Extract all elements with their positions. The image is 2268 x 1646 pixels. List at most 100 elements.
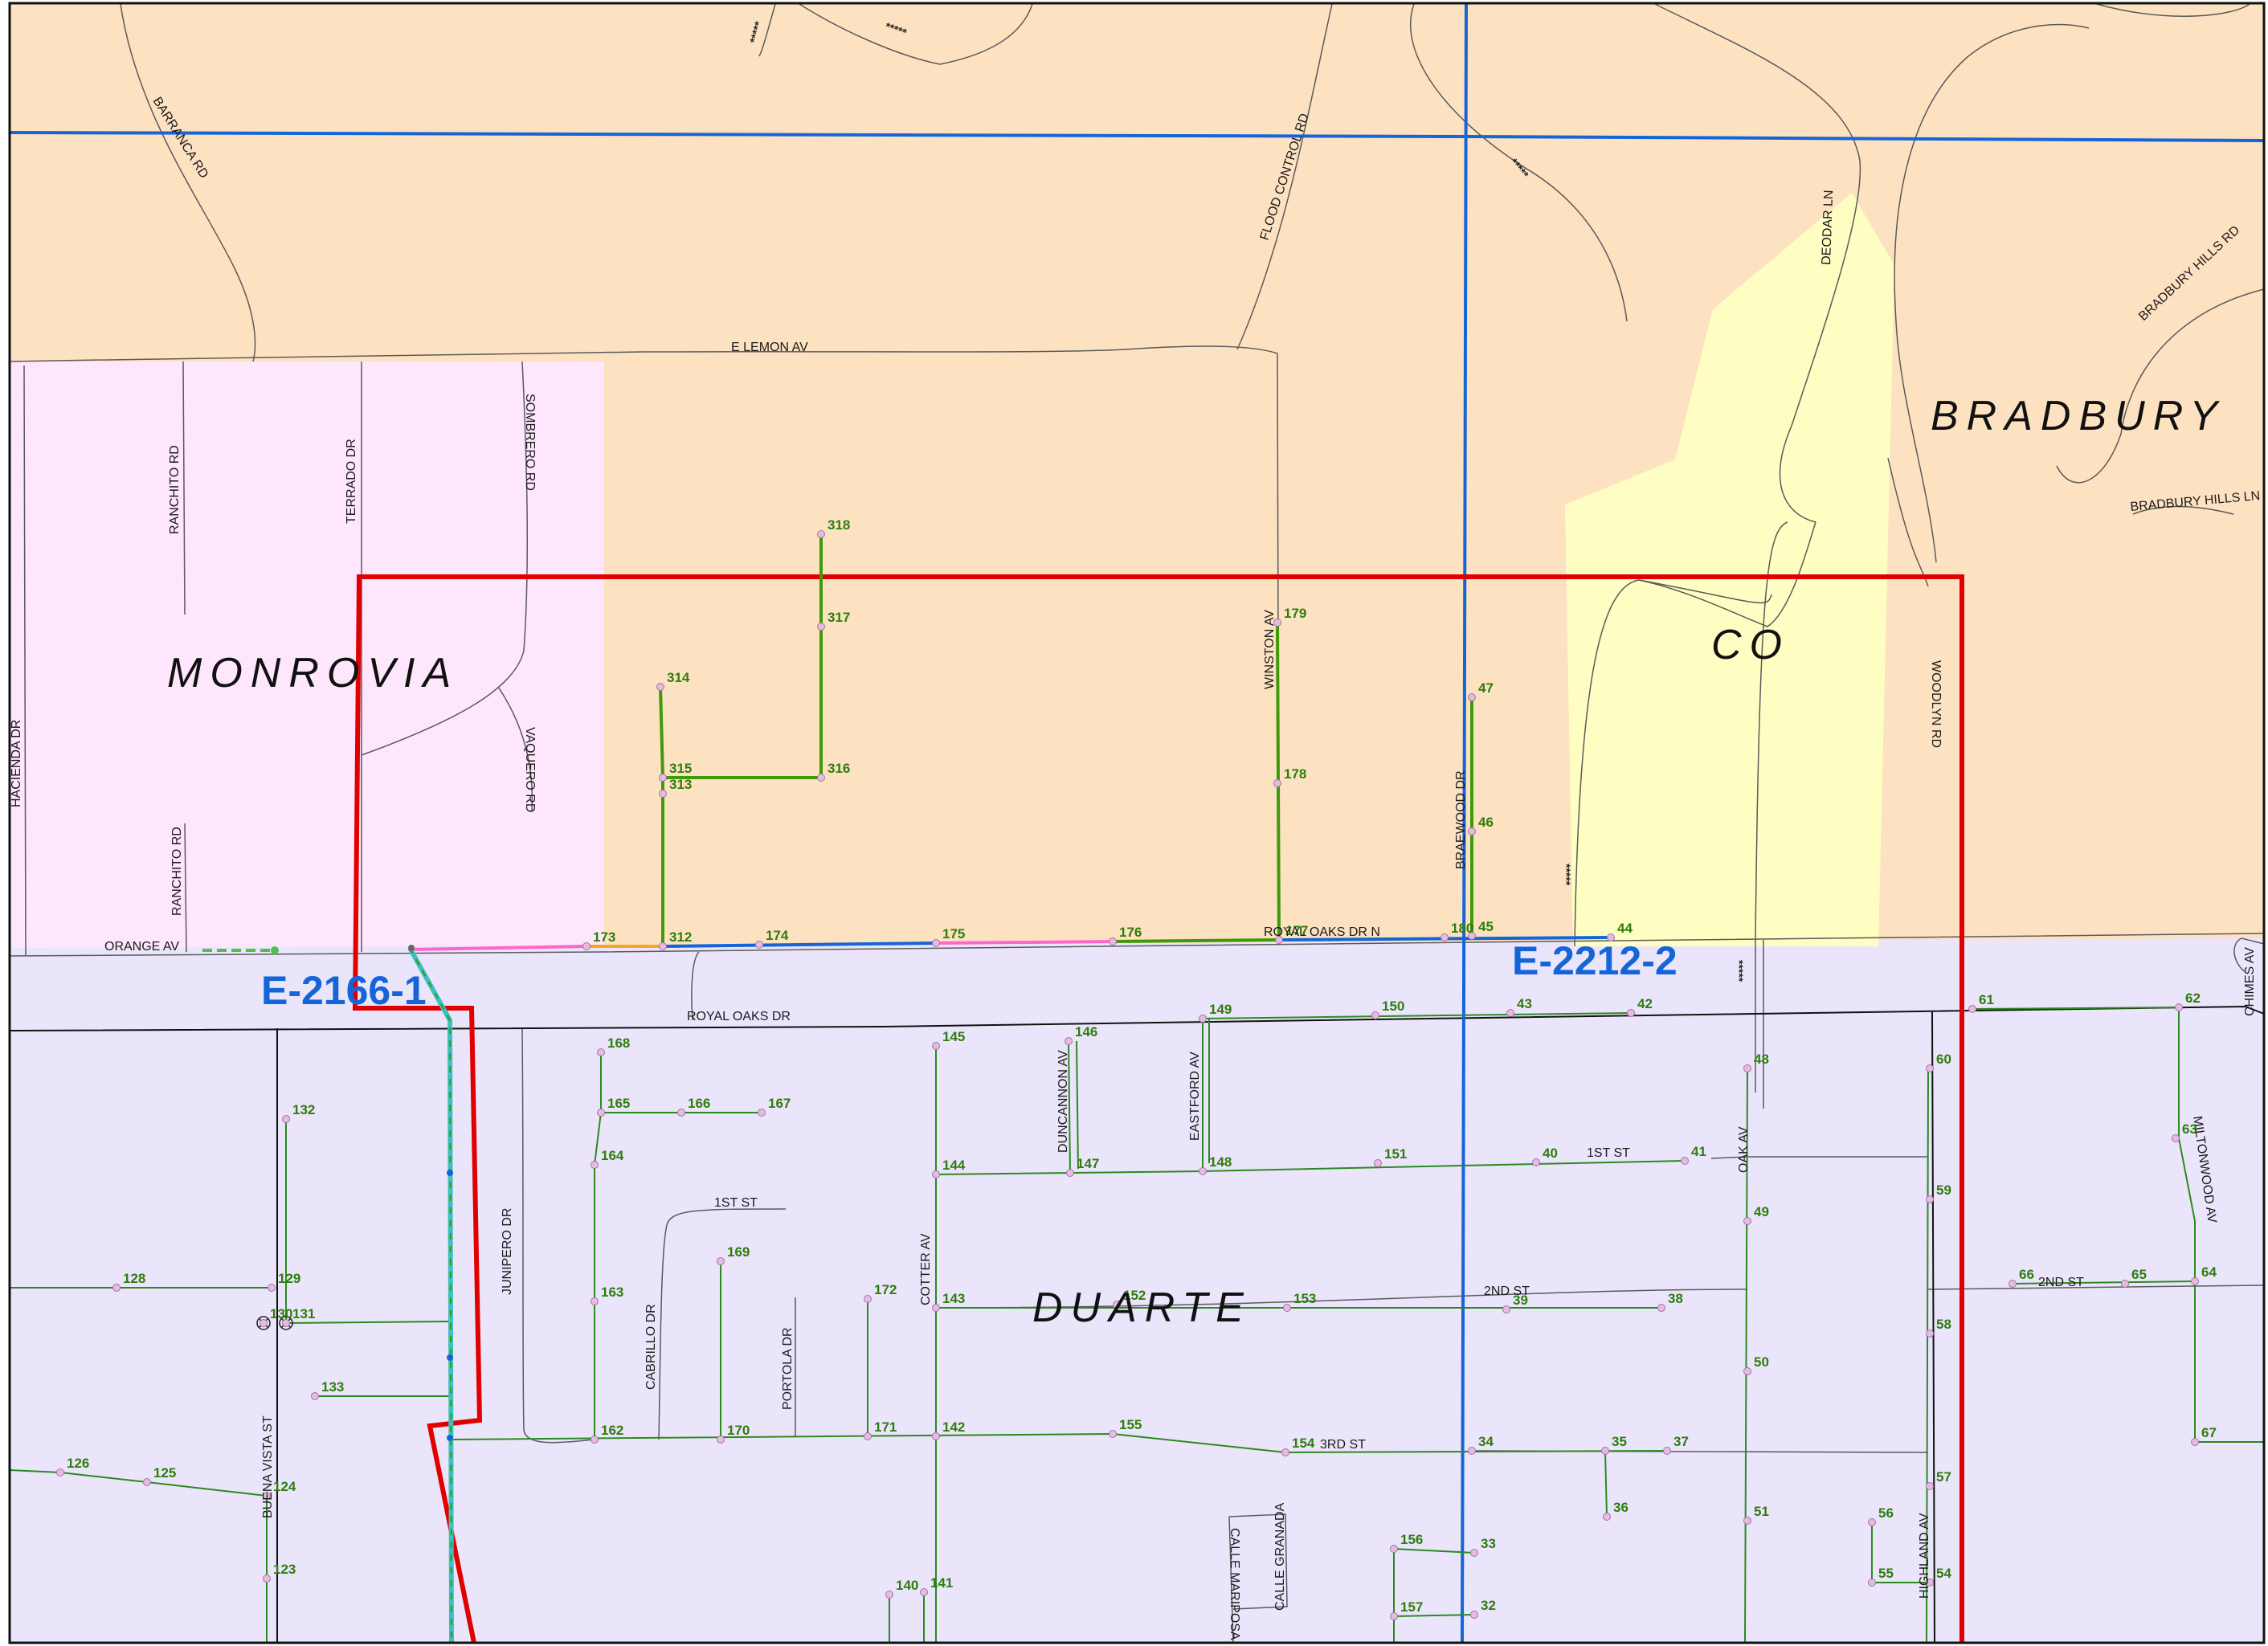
- node-marker-149[interactable]: [1199, 1015, 1207, 1023]
- node-marker-172[interactable]: [864, 1295, 872, 1303]
- node-marker-140[interactable]: [885, 1591, 893, 1599]
- node-marker-179[interactable]: [1273, 619, 1281, 627]
- node-marker-66[interactable]: [2009, 1280, 2017, 1288]
- road-label-braewood: BRAEWOOD DR: [1454, 770, 1468, 869]
- node-marker-148[interactable]: [1199, 1167, 1207, 1175]
- node-marker-144[interactable]: [932, 1170, 940, 1178]
- node-marker-47[interactable]: [1468, 693, 1476, 701]
- node-marker-129[interactable]: [268, 1284, 276, 1292]
- node-marker-317[interactable]: [817, 623, 825, 631]
- node-marker-44[interactable]: [1607, 933, 1615, 941]
- node-marker-313[interactable]: [659, 790, 667, 798]
- node-marker-46[interactable]: [1468, 827, 1476, 835]
- node-marker-170[interactable]: [717, 1436, 725, 1444]
- node-marker-146[interactable]: [1065, 1037, 1073, 1045]
- node-marker-38[interactable]: [1657, 1304, 1665, 1312]
- node-marker-163[interactable]: [590, 1297, 599, 1305]
- node-marker-316[interactable]: [817, 774, 825, 782]
- node-marker-165[interactable]: [597, 1109, 605, 1117]
- node-marker-164[interactable]: [590, 1161, 599, 1169]
- node-marker-41[interactable]: [1681, 1157, 1689, 1165]
- node-marker-157[interactable]: [1390, 1612, 1398, 1620]
- node-marker-169[interactable]: [717, 1257, 725, 1265]
- node-marker-43[interactable]: [1506, 1009, 1514, 1017]
- node-marker-156[interactable]: [1390, 1545, 1398, 1553]
- node-marker-33[interactable]: [1470, 1549, 1478, 1557]
- node-label-174: 174: [766, 928, 789, 943]
- node-marker-60[interactable]: [1926, 1064, 1934, 1072]
- node-marker-62[interactable]: [2175, 1003, 2183, 1011]
- node-marker-153[interactable]: [1283, 1304, 1291, 1312]
- node-marker-36[interactable]: [1603, 1513, 1611, 1521]
- node-marker-131[interactable]: [282, 1319, 290, 1327]
- duarte-region: [10, 938, 2264, 1643]
- node-marker-132[interactable]: [282, 1115, 290, 1123]
- node-marker-125[interactable]: [143, 1478, 151, 1486]
- node-label-162: 162: [601, 1423, 623, 1438]
- node-marker-315[interactable]: [659, 774, 667, 782]
- node-marker-57[interactable]: [1926, 1482, 1934, 1490]
- node-marker-176[interactable]: [1109, 937, 1117, 946]
- node-marker-142[interactable]: [932, 1432, 940, 1440]
- node-marker-67[interactable]: [2191, 1438, 2199, 1446]
- node-marker-178[interactable]: [1273, 779, 1281, 787]
- node-marker-34[interactable]: [1468, 1447, 1476, 1455]
- node-marker-314[interactable]: [656, 683, 664, 691]
- node-marker-175[interactable]: [932, 939, 940, 947]
- node-marker-154[interactable]: [1281, 1448, 1289, 1456]
- node-marker-126[interactable]: [56, 1468, 64, 1476]
- road-label-2nd-st: 2ND ST: [2038, 1276, 2084, 1289]
- node-marker-39[interactable]: [1502, 1305, 1510, 1313]
- node-marker-318[interactable]: [817, 530, 825, 538]
- node-marker-150[interactable]: [1371, 1011, 1379, 1019]
- node-marker-152[interactable]: [1113, 1301, 1121, 1309]
- node-label-40: 40: [1543, 1146, 1558, 1161]
- node-marker-54[interactable]: [1926, 1579, 1934, 1587]
- node-marker-130[interactable]: [259, 1319, 268, 1327]
- node-marker-141[interactable]: [920, 1588, 928, 1596]
- node-marker-32[interactable]: [1470, 1611, 1478, 1619]
- node-marker-177[interactable]: [1275, 936, 1283, 944]
- node-marker-65[interactable]: [2121, 1280, 2129, 1288]
- node-marker-128[interactable]: [112, 1284, 121, 1292]
- node-marker-151[interactable]: [1374, 1159, 1382, 1167]
- node-marker-173[interactable]: [582, 942, 590, 950]
- node-marker-133[interactable]: [311, 1392, 319, 1400]
- node-marker-162[interactable]: [590, 1436, 599, 1444]
- node-marker-166[interactable]: [677, 1109, 685, 1117]
- node-marker-61[interactable]: [1968, 1005, 1976, 1013]
- node-marker-40[interactable]: [1532, 1158, 1540, 1166]
- node-marker-35[interactable]: [1601, 1447, 1609, 1455]
- node-marker-147[interactable]: [1066, 1169, 1074, 1177]
- node-marker-124[interactable]: [263, 1492, 271, 1500]
- node-marker-145[interactable]: [932, 1042, 940, 1050]
- node-marker-56[interactable]: [1868, 1518, 1876, 1526]
- node-label-55: 55: [1878, 1566, 1894, 1581]
- node-marker-55[interactable]: [1868, 1579, 1876, 1587]
- node-marker-155[interactable]: [1109, 1430, 1117, 1438]
- node-marker-64[interactable]: [2191, 1277, 2199, 1285]
- node-label-46: 46: [1478, 815, 1494, 830]
- node-marker-48[interactable]: [1743, 1064, 1751, 1072]
- node-marker-167[interactable]: [758, 1109, 766, 1117]
- node-marker-168[interactable]: [597, 1048, 605, 1056]
- node-marker-49[interactable]: [1743, 1217, 1751, 1225]
- node-marker-58[interactable]: [1926, 1329, 1934, 1338]
- node-marker-45[interactable]: [1468, 932, 1476, 940]
- node-marker-37[interactable]: [1663, 1447, 1671, 1455]
- node-marker-63[interactable]: [2172, 1134, 2180, 1142]
- node-marker-180[interactable]: [1440, 933, 1449, 941]
- node-marker-143[interactable]: [932, 1304, 940, 1312]
- node-marker-123[interactable]: [263, 1575, 271, 1583]
- node-marker-312[interactable]: [659, 942, 667, 950]
- node-marker-59[interactable]: [1926, 1195, 1934, 1203]
- node-label-133: 133: [321, 1379, 344, 1395]
- node-marker-50[interactable]: [1743, 1367, 1751, 1375]
- node-marker-174[interactable]: [755, 941, 763, 949]
- node-marker-51[interactable]: [1743, 1517, 1751, 1525]
- city-label-co: CO: [1711, 622, 1790, 668]
- node-marker-42[interactable]: [1627, 1009, 1635, 1017]
- node-label-123: 123: [273, 1562, 296, 1577]
- node-marker-171[interactable]: [864, 1432, 872, 1440]
